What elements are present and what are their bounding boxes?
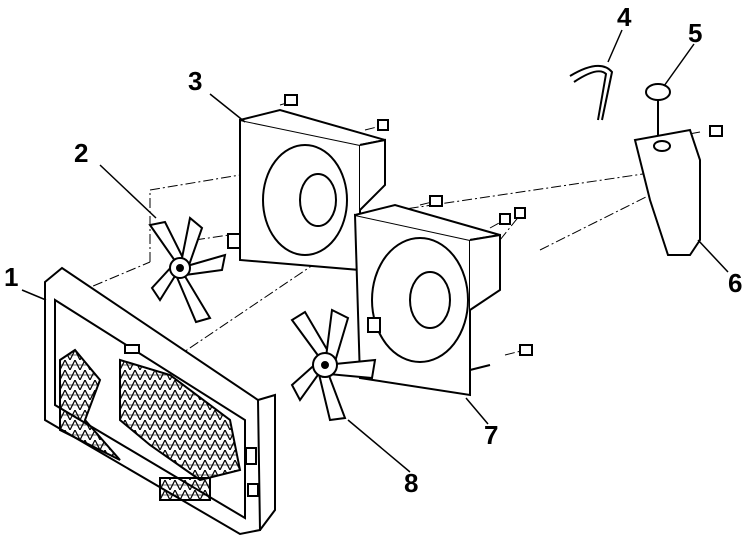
callout-5: 5: [688, 18, 703, 48]
reservoir-hose: [569, 65, 614, 121]
callout-1: 1: [4, 262, 19, 292]
fan-small: [148, 216, 227, 324]
callout-7: 7: [484, 420, 499, 450]
fan-shroud-large: [353, 203, 501, 397]
callout-3: 3: [188, 66, 203, 96]
fan-large: [290, 308, 377, 422]
bolts: [284, 94, 723, 356]
callout-6: 6: [728, 268, 743, 298]
radiator: [44, 266, 276, 536]
callout-8: 8: [404, 468, 419, 498]
fan-shroud-small: [227, 108, 386, 272]
reservoir-cap: [645, 83, 671, 140]
callout-4: 4: [617, 2, 632, 32]
callout-leaders: [21, 29, 729, 473]
coolant-reservoir: [633, 128, 701, 256]
callout-2: 2: [74, 138, 89, 168]
